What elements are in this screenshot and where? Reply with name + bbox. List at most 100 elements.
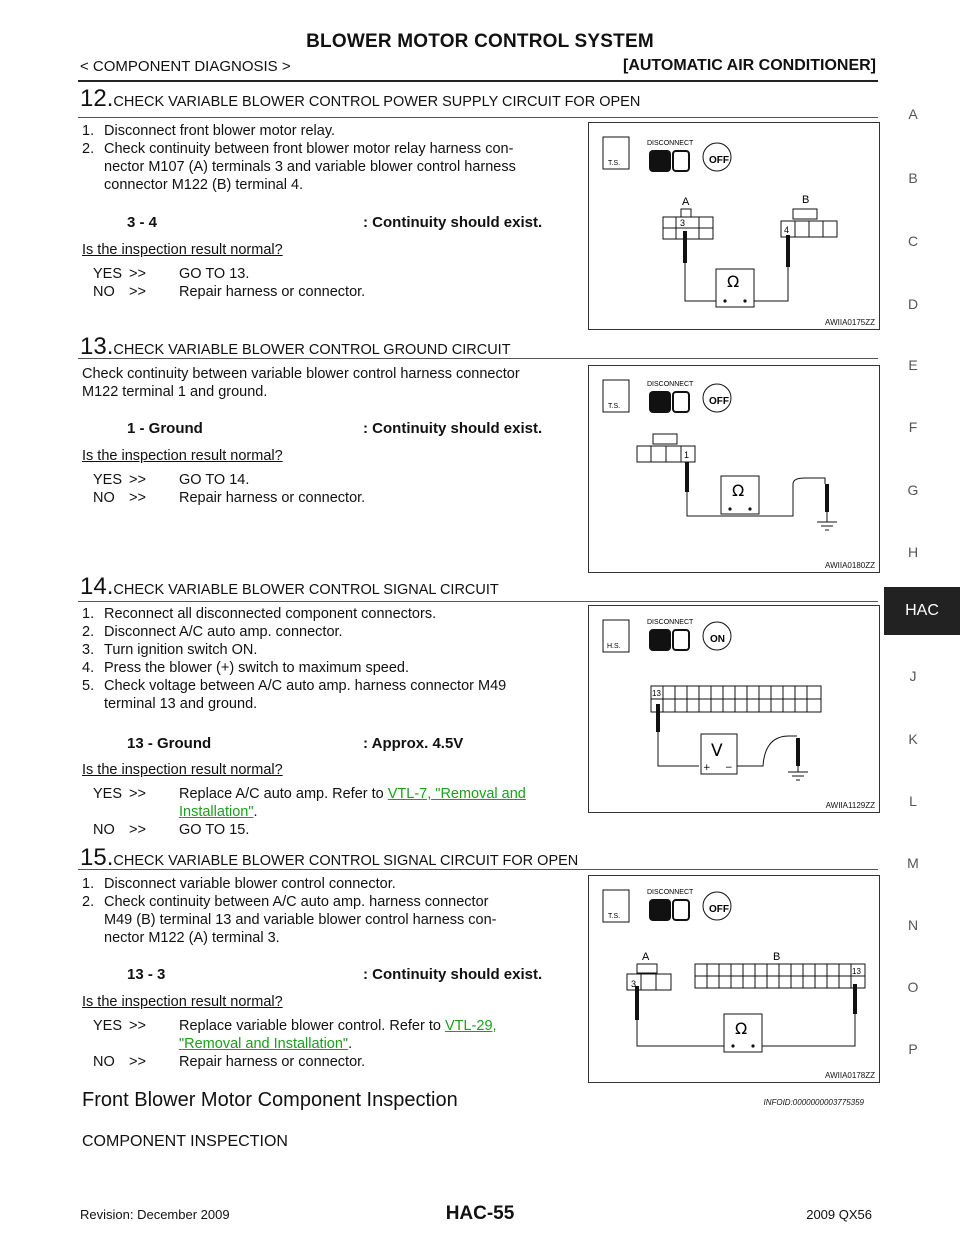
svg-text:V: V xyxy=(711,741,723,761)
svg-text:ON: ON xyxy=(710,634,725,645)
probe-a xyxy=(685,462,689,492)
svg-text:13: 13 xyxy=(852,967,861,976)
ohmmeter xyxy=(720,475,760,515)
side-index-g[interactable]: G xyxy=(907,482,919,498)
svg-text:1: 1 xyxy=(684,450,689,460)
step-12-instructions: 1.Disconnect front blower motor relay. 2… xyxy=(82,123,516,193)
info-id: INFOID:0000000003775359 xyxy=(763,1098,864,1107)
step-title: CHECK VARIABLE BLOWER CONTROL GROUND CIR… xyxy=(113,342,511,358)
side-index-d[interactable]: D xyxy=(907,296,919,312)
page-number: HAC-55 xyxy=(445,1203,515,1224)
figure-id: AWIIA1129ZZ xyxy=(825,801,875,810)
step-title: CHECK VARIABLE BLOWER CONTROL SIGNAL CIR… xyxy=(113,853,579,869)
probe-b xyxy=(853,984,857,1014)
spec-terminals: 13 - 3 xyxy=(127,966,166,983)
inspection-question: Is the inspection result normal? xyxy=(82,994,283,1010)
model-year: 2009 QX56 xyxy=(806,1207,872,1222)
probe-a xyxy=(683,231,687,263)
voltmeter xyxy=(700,733,738,775)
side-index-a[interactable]: A xyxy=(908,106,918,122)
step-14-results: YES>>Replace A/C auto amp. Refer to VTL-… xyxy=(93,786,526,838)
figure-ground-continuity: T.S. DISCONNECT OFF 1 Ω AWIIA0180ZZ xyxy=(588,365,880,573)
ts-icon xyxy=(602,136,630,170)
side-index-e[interactable]: E xyxy=(908,357,918,373)
ignition-off-icon xyxy=(702,142,732,172)
link-vtl-7-installation[interactable]: Installation" xyxy=(179,804,254,820)
probe-b xyxy=(786,235,790,267)
spec-result: : Continuity should exist. xyxy=(363,420,543,437)
step-12-results: YES>>GO TO 13. NO>>Repair harness or con… xyxy=(93,266,366,300)
step-14-instructions: 1.Reconnect all disconnected component c… xyxy=(82,606,507,712)
side-index-b[interactable]: B xyxy=(908,170,918,186)
inspection-question: Is the inspection result normal? xyxy=(82,448,283,464)
header-rule xyxy=(78,80,878,82)
spec-result: : Continuity should exist. xyxy=(363,214,543,231)
side-index-c[interactable]: C xyxy=(907,233,919,249)
svg-text:OFF: OFF xyxy=(709,155,729,166)
spec-terminals: 3 - 4 xyxy=(127,214,158,231)
side-index-o[interactable]: O xyxy=(907,979,919,995)
step-13-instructions: Check continuity between variable blower… xyxy=(82,366,520,400)
section-label-left: < COMPONENT DIAGNOSIS > xyxy=(80,58,291,75)
step-13-results: YES>>GO TO 14. NO>>Repair harness or con… xyxy=(93,472,366,506)
connector-icon xyxy=(649,391,671,413)
ignition-off-icon xyxy=(702,891,732,921)
section-label-right: [AUTOMATIC AIR CONDITIONER] xyxy=(622,57,876,74)
page-title: BLOWER MOTOR CONTROL SYSTEM xyxy=(306,31,654,52)
probe-negative xyxy=(796,738,800,766)
side-index-n[interactable]: N xyxy=(907,917,919,933)
side-index-j[interactable]: J xyxy=(909,668,917,684)
step-number: 13. xyxy=(80,333,114,360)
hs-label: H.S. xyxy=(607,643,621,650)
step-title: CHECK VARIABLE BLOWER CONTROL POWER SUPP… xyxy=(113,94,641,110)
subsection-heading: COMPONENT INSPECTION xyxy=(82,1133,288,1150)
link-vtl-7[interactable]: VTL-7, "Removal and xyxy=(387,786,526,802)
step-number: 14. xyxy=(80,573,114,600)
ground-icon xyxy=(817,521,837,531)
spec-result: : Continuity should exist. xyxy=(363,966,543,983)
probe-positive xyxy=(656,704,660,732)
side-index-h[interactable]: H xyxy=(907,544,919,560)
disconnect-label: DISCONNECT xyxy=(647,381,694,388)
ohmmeter xyxy=(723,1013,763,1053)
connector-a-label: A xyxy=(682,196,690,208)
ignition-off-icon xyxy=(702,383,732,413)
ground-continuity-diagram: T.S. DISCONNECT OFF 1 Ω xyxy=(602,379,837,531)
spec-terminals: 13 - Ground xyxy=(127,735,212,752)
step-14-header: 14.CHECK VARIABLE BLOWER CONTROL SIGNAL … xyxy=(80,573,499,601)
step-rule xyxy=(78,358,878,359)
side-index-k[interactable]: K xyxy=(908,731,918,747)
disconnect-label: DISCONNECT xyxy=(647,140,694,147)
link-vtl-29[interactable]: VTL-29, xyxy=(444,1018,497,1034)
step-13-header: 13.CHECK VARIABLE BLOWER CONTROL GROUND … xyxy=(80,333,511,361)
inspection-question: Is the inspection result normal? xyxy=(82,762,283,778)
figure-id: AWIIA0175ZZ xyxy=(825,318,875,327)
step-rule xyxy=(78,869,878,870)
hs-icon xyxy=(602,619,630,653)
ignition-on-icon xyxy=(702,621,732,651)
svg-text:3: 3 xyxy=(631,979,636,989)
ts-icon xyxy=(602,379,630,413)
side-index-l[interactable]: L xyxy=(909,793,917,809)
svg-text:+: + xyxy=(703,763,711,773)
step-12-header: 12.CHECK VARIABLE BLOWER CONTROL POWER S… xyxy=(80,85,640,113)
step-title: CHECK VARIABLE BLOWER CONTROL SIGNAL CIR… xyxy=(113,582,499,598)
side-index-p[interactable]: P xyxy=(908,1041,918,1057)
side-index-hac-active[interactable]: HAC xyxy=(884,587,960,635)
probe-b xyxy=(825,484,829,512)
connector-b-label: B xyxy=(802,194,809,206)
step-rule xyxy=(78,601,878,602)
ts-label: T.S. xyxy=(608,160,620,167)
step-number: 15. xyxy=(80,844,114,871)
side-index-m[interactable]: M xyxy=(907,855,919,871)
svg-text:13: 13 xyxy=(652,689,661,698)
connector-b-label: B xyxy=(773,951,780,963)
link-vtl-29-installation[interactable]: "Removal and Installation" xyxy=(179,1036,349,1052)
section-heading: Front Blower Motor Component Inspection xyxy=(82,1089,458,1111)
disconnect-label: DISCONNECT xyxy=(647,889,694,896)
svg-text:4: 4 xyxy=(784,225,789,235)
side-index-f[interactable]: F xyxy=(908,419,918,435)
svg-text:OFF: OFF xyxy=(709,904,729,915)
connector-icon xyxy=(649,899,671,921)
ts-label: T.S. xyxy=(608,403,620,410)
